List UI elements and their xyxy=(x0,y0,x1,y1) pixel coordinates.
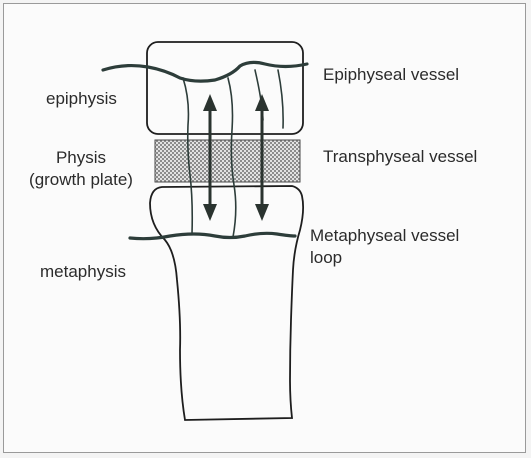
epiphysis-block xyxy=(147,42,303,134)
physis-label-line1: Physis xyxy=(16,147,146,168)
physis-label-line2: (growth plate) xyxy=(16,169,146,190)
metaphysis-outline xyxy=(150,186,303,420)
transphyseal-vessel-label: Transphyseal vessel xyxy=(323,146,477,167)
epiphysis-label: epiphysis xyxy=(46,88,117,109)
physis-band xyxy=(155,140,300,182)
metaphyseal-vessel-label-line2: loop xyxy=(310,247,342,268)
metaphysis-label: metaphysis xyxy=(40,261,126,282)
metaphyseal-vessel-loop xyxy=(130,233,295,238)
metaphyseal-vessel-label-line1: Metaphyseal vessel xyxy=(310,225,459,246)
epiphyseal-vessel-label: Epiphyseal vessel xyxy=(323,64,459,85)
